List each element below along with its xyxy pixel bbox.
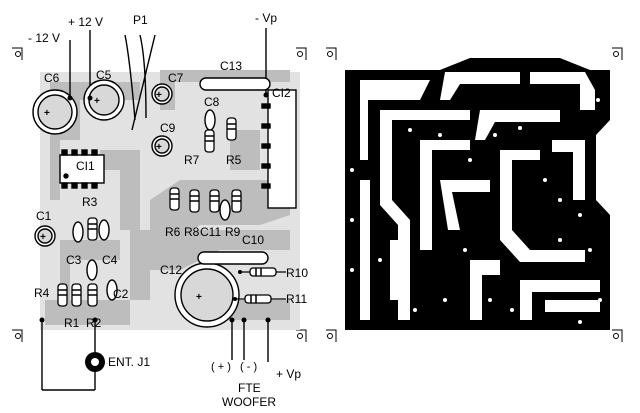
label-r5: R5	[226, 153, 242, 167]
label-c11: C11	[200, 225, 222, 239]
electrolytic-caps	[32, 79, 240, 328]
registration-marks	[12, 47, 307, 342]
label-minus-sign: ( - )	[240, 361, 258, 373]
label-r2: R2	[86, 316, 102, 330]
svg-text:+: +	[156, 90, 162, 101]
label-fte: FTE	[238, 381, 261, 395]
label-c9: C9	[160, 121, 176, 135]
label-minus-vp: - Vp	[255, 11, 278, 25]
label-r7: R7	[184, 153, 200, 167]
label-c13: C13	[220, 59, 243, 73]
label-c8: C8	[204, 95, 220, 109]
label-plus-sign: ( + )	[211, 361, 231, 373]
label-r1: R1	[64, 316, 80, 330]
svg-text:+: +	[196, 292, 202, 303]
label-woofer: WOOFER	[222, 395, 276, 409]
label-minus-12v: - 12 V	[28, 31, 61, 45]
label-c3: C3	[66, 253, 82, 267]
label-ci1: CI1	[76, 159, 95, 173]
ic-ci2	[261, 89, 297, 209]
label-ci2: CI2	[272, 86, 291, 100]
svg-text:+: +	[40, 232, 46, 243]
label-c12: C12	[160, 263, 183, 277]
copper-holes	[350, 76, 602, 324]
label-c6: C6	[44, 71, 60, 85]
label-r11: R11	[286, 292, 308, 306]
svg-text:+: +	[156, 142, 162, 153]
component-layout: + + + + + +	[12, 28, 307, 391]
label-r3: R3	[82, 195, 98, 209]
ic-ci1	[59, 149, 105, 189]
label-c5: C5	[96, 68, 112, 82]
film-caps	[72, 77, 271, 301]
label-r4: R4	[34, 286, 50, 300]
label-r6: R6	[165, 225, 181, 239]
label-r9: R9	[225, 225, 241, 239]
resistor-bands	[58, 123, 262, 303]
label-r10: R10	[286, 266, 309, 280]
label-ent-j1: ENT. J1	[108, 355, 151, 369]
label-c7: C7	[168, 71, 184, 85]
svg-text:+: +	[94, 96, 100, 107]
label-plus-12v: + 12 V	[68, 15, 104, 29]
pads	[39, 92, 271, 323]
label-c2: C2	[113, 287, 129, 301]
label-c10: C10	[242, 233, 265, 247]
label-r8: R8	[184, 225, 200, 239]
label-c1: C1	[36, 209, 52, 223]
label-plus-vp: + Vp	[276, 367, 302, 381]
copper-layout	[326, 47, 623, 342]
label-p1: P1	[133, 13, 148, 27]
svg-text:+: +	[44, 108, 50, 119]
label-c4: C4	[102, 253, 118, 267]
